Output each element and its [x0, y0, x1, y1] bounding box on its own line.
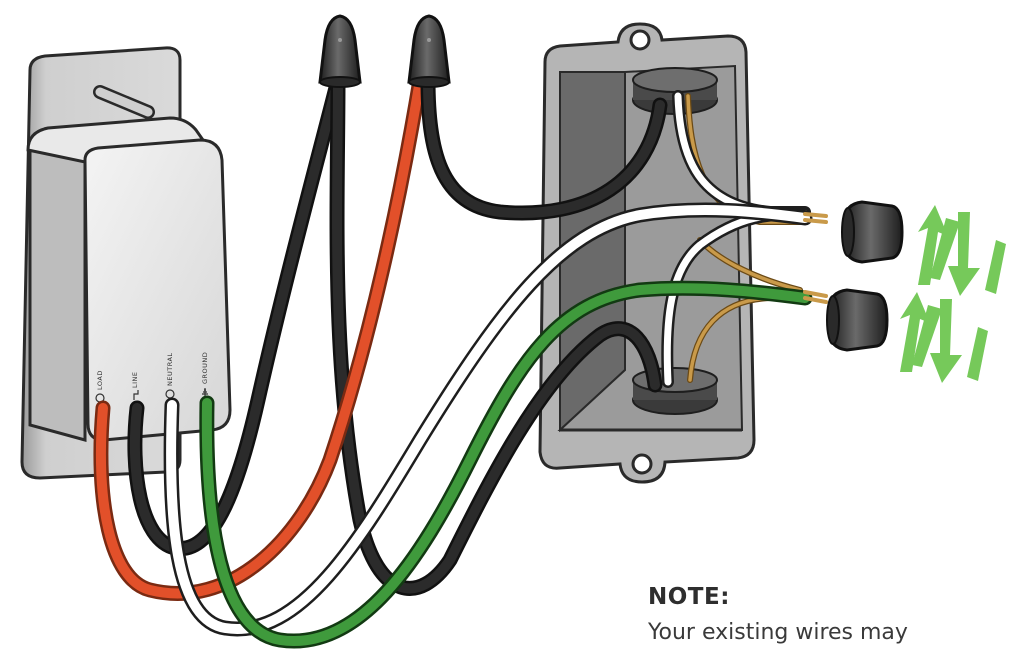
line-icon	[133, 390, 139, 400]
twist-arrows-icon	[900, 292, 988, 383]
note-callout: NOTE: Your existing wires may	[648, 582, 1020, 667]
wire-nut-top-left	[318, 14, 362, 88]
wire-tips	[803, 212, 828, 304]
load-wire-nut-to-box	[420, 72, 668, 221]
port-label-ground: GROUND	[201, 352, 209, 384]
box-top-hole	[629, 29, 651, 51]
wires	[93, 72, 828, 649]
switch-body-front	[83, 138, 232, 442]
ground-wire-switch	[199, 280, 813, 649]
smart-switch: LOAD LINE NEUTRAL GROUND	[20, 46, 232, 480]
note-heading: NOTE:	[648, 584, 730, 610]
line-wire-switch-to-nut	[127, 72, 346, 556]
wire-nut-icon	[841, 200, 904, 264]
load-wire-switch	[93, 72, 428, 601]
twist-arrows-icon	[918, 205, 1006, 296]
wire-nut-icon	[826, 288, 889, 352]
port-label-load: LOAD	[96, 370, 104, 390]
mounting-post	[93, 85, 155, 119]
box-bottom-knockout	[632, 367, 718, 415]
box-bottom-hole	[631, 453, 653, 475]
line-wire-nut-to-box	[329, 72, 663, 596]
port-labels: LOAD LINE NEUTRAL GROUND	[95, 352, 209, 403]
wire-nut-top-right	[407, 14, 451, 88]
note-body: Your existing wires may	[648, 620, 908, 645]
switch-body-side	[28, 138, 87, 442]
neutral-wire-switch	[163, 202, 813, 637]
box-top-knockout	[632, 67, 718, 115]
port-label-neutral: NEUTRAL	[166, 352, 174, 386]
port-label-line: LINE	[131, 371, 139, 388]
ground-icon	[202, 388, 208, 396]
